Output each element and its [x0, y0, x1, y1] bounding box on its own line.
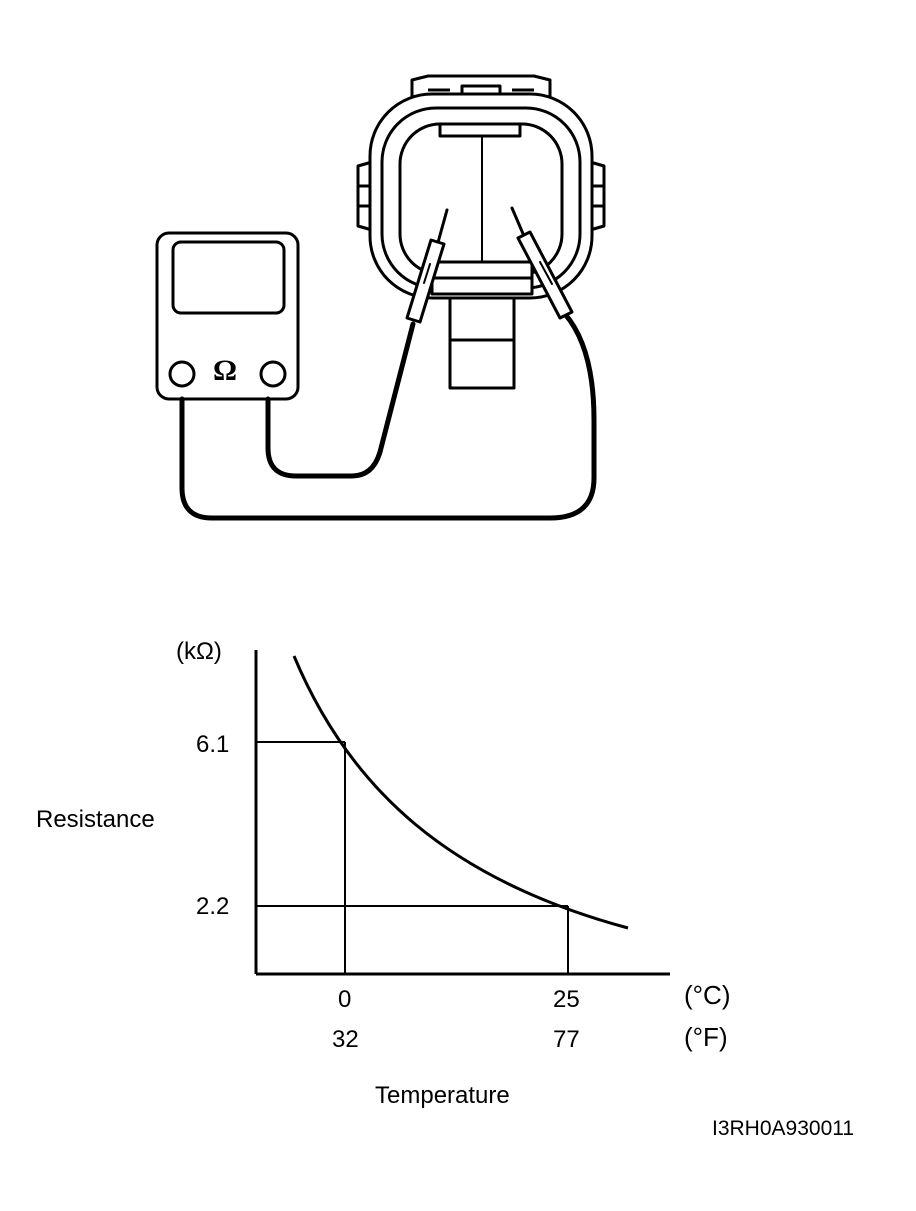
test-lead-right [179, 311, 597, 521]
test-lead-left [265, 321, 416, 479]
y-axis-label: Resistance [36, 806, 155, 833]
x-unit-fahrenheit: (°F) [684, 1022, 728, 1052]
y-unit-label: (kΩ) [176, 638, 222, 665]
y-tick-6-1: 6.1 [196, 731, 230, 758]
ohm-symbol: Ω [213, 354, 238, 387]
probe-right [510, 206, 574, 320]
ohmmeter [155, 231, 300, 401]
x-tick-32f: 32 [332, 1026, 359, 1053]
resistance-graph [254, 650, 670, 976]
figure-id: I3RH0A930011 [712, 1117, 855, 1140]
ohmmeter-terminal-left [168, 360, 196, 388]
ohmmeter-terminal-right [259, 360, 287, 388]
probe-left [405, 208, 449, 324]
x-tick-77f: 77 [553, 1026, 580, 1053]
x-unit-celsius: (°C) [684, 980, 731, 1010]
ohmmeter-display [171, 240, 286, 315]
x-axis-label: Temperature [375, 1082, 510, 1109]
y-tick-2-2: 2.2 [196, 893, 230, 920]
x-tick-25c: 25 [553, 986, 580, 1013]
sensor-connector [356, 74, 606, 390]
x-tick-0c: 0 [338, 986, 352, 1013]
